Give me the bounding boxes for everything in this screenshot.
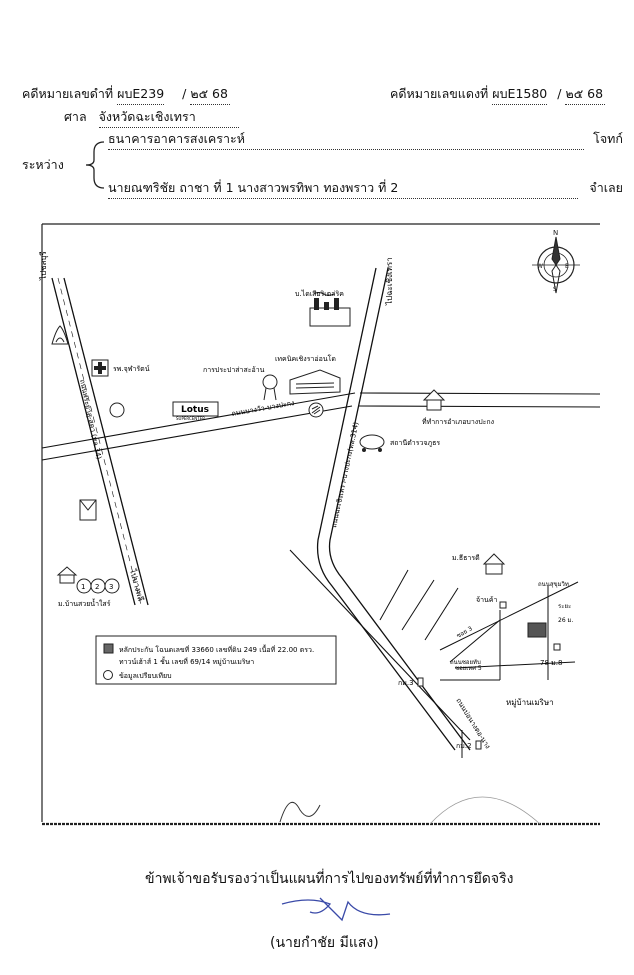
road-label-horizontal: ถนนบางวัว-บางปะกง [231, 399, 295, 418]
stamp-scribble [279, 801, 321, 823]
compass-n: N [553, 229, 558, 237]
red-case-year: ๒๕ 68 [565, 84, 606, 105]
certify-text: ข้าพเจ้าขอรับรองว่าเป็นแผนที่การไปของทรั… [145, 871, 514, 887]
water-tower-icon [262, 374, 278, 401]
road-label-diagonal: ถนนฉะเชิงเทรา-บางปะกง(ทล.314) [330, 421, 360, 528]
circle-label-1: 1 [81, 583, 85, 591]
label-km2: กม.2 [456, 742, 472, 750]
seal-mark [429, 796, 541, 825]
court-label: ศาล [64, 109, 87, 124]
defendant-name: นายณฑริชัย ถาชา ที่ 1 นางสาวพรทิพา ทองพร… [108, 178, 578, 199]
road-right-main [316, 267, 471, 751]
plaintiff-line: ธนาคารอาคารสงเคราะห์ โจทก์ [108, 129, 623, 150]
legend-item1-line1: หลักประกัน โฉนดเลขที่ 33660 เลขที่ดิน 24… [119, 643, 314, 654]
label-scale-1: ระยะ [558, 603, 571, 610]
black-case-sep: / [182, 86, 187, 101]
soi-label-3: ถนนซอยทับ [450, 659, 481, 666]
compass-s: S [553, 286, 557, 293]
label-police: สถานีตำรวจภูธร [390, 439, 440, 447]
lotus-text: Lotus [181, 405, 209, 415]
soi-label-2: ถนนสุขุมวิท [538, 581, 569, 588]
label-house-no: 78 ม.8 [540, 659, 562, 667]
black-case-number: ผบE239 [117, 84, 165, 105]
gas-station-icon [308, 402, 324, 418]
legend-item2: ข้อมูลเปรียบเทียบ [119, 672, 172, 680]
temple-icon [51, 325, 69, 345]
school-icon [289, 369, 341, 395]
plaintiff-name: ธนาคารอาคารสงเคราะห์ [108, 129, 584, 150]
court-name: จังหวัดฉะเชิงเทรา [98, 107, 239, 128]
label-village-main: หมู่บ้านเมริษา [506, 698, 554, 708]
estate-house-icon [482, 553, 506, 575]
map: ไปชลบุรี ถนนพระยาสุ-สคา (ทล.34) ไปบางพลี… [39, 223, 601, 826]
house-78-marker [553, 643, 561, 651]
red-case-label: คดีหมายเลขแดงที่ [390, 86, 489, 101]
circle-3 [104, 578, 120, 594]
red-case-sep: / [557, 86, 562, 101]
legend-circle-swatch [103, 670, 113, 680]
label-km3: กม.3 [398, 679, 414, 687]
signature-icon [281, 897, 391, 922]
shrine-icon [79, 499, 97, 521]
soi-roads [379, 569, 579, 758]
compass-e: E [565, 263, 569, 270]
black-case-year: ๒๕ 68 [190, 84, 231, 105]
village-house-icon [56, 566, 78, 584]
defendant-role: จำเลย [589, 180, 623, 195]
road-horizontal [41, 392, 601, 461]
between-label: ระหว่าง [22, 157, 64, 172]
label-shop: จ้านค้า [476, 596, 498, 604]
km3-post [417, 677, 424, 687]
label-scale-2: 26 ม. [558, 617, 573, 624]
label-district-office: ที่ทำการอำเภอบางปะกง [422, 417, 494, 426]
label-water: การประปาส่าสะอ้าน [203, 366, 265, 374]
km2-post [475, 740, 482, 750]
brace-icon [85, 141, 105, 189]
circle-markers [76, 578, 120, 594]
legend-box: หลักประกัน โฉนดเลขที่ 33660 เลขที่ดิน 24… [95, 635, 337, 685]
legend-hatch-swatch [103, 643, 114, 654]
checkpoint-icon [109, 402, 125, 418]
label-company: บ.ไดเสียริเตล่ริค [295, 289, 344, 298]
circle-label-2: 2 [95, 583, 99, 591]
road-label-left-top: ไปชลบุรี [39, 250, 48, 281]
compass-w: W [537, 263, 543, 270]
road-label-top-right: ไปฉะเชิงเทรา [385, 257, 394, 306]
label-hospital: รพ.จุฬารัตน์ [113, 365, 150, 373]
house-icon [422, 389, 446, 411]
hospital-icon [91, 359, 109, 377]
label-soi-near: ซอยเทศ 5 [455, 665, 482, 672]
black-case-label: คดีหมายเลขดำที่ [22, 86, 114, 101]
label-tech-school: เทคนิคเชิงราอ่อนโด [275, 354, 336, 363]
court-line: ศาล จังหวัดฉะเชิงเทรา [64, 107, 239, 128]
shop-marker [499, 601, 507, 609]
defendant-line: นายณฑริชัย ถาชา ที่ 1 นางสาวพรทิพา ทองพร… [108, 178, 623, 199]
lotus-logo: Lotus SUPERCENTER [172, 401, 219, 421]
circle-label-3: 3 [109, 583, 113, 591]
factory-icon [309, 292, 351, 327]
road-label-left-side: ถนนพระยาสุ-สคา (ทล.34) [78, 379, 103, 461]
lotus-subtext: SUPERCENTER [176, 416, 205, 421]
property-marker [527, 622, 547, 638]
plaintiff-role: โจทก์ [593, 131, 623, 146]
label-village: ม.บ้านสวยน้ำใสร์ [58, 597, 111, 608]
road-left-main [51, 277, 149, 606]
red-case-number: ผบE1580 [492, 84, 548, 105]
red-case-line: คดีหมายเลขแดงที่ ผบE1580 / ๒๕ 68 [390, 84, 606, 105]
compass-icon: N S E W [532, 229, 580, 294]
black-case-line: คดีหมายเลขดำที่ ผบE239 / ๒๕ 68 [22, 84, 231, 105]
label-estate: ม.ธีธารดี [452, 554, 480, 562]
road-lower-diagonal [289, 549, 471, 741]
signer-name: (นายกำชัย มีแสง) [270, 935, 379, 951]
police-icon [359, 434, 385, 452]
legend-item1-line2: ทาวน์เฮ้าส์ 1 ชั้น เลขที่ 69/14 หมู่บ้าน… [119, 655, 254, 666]
